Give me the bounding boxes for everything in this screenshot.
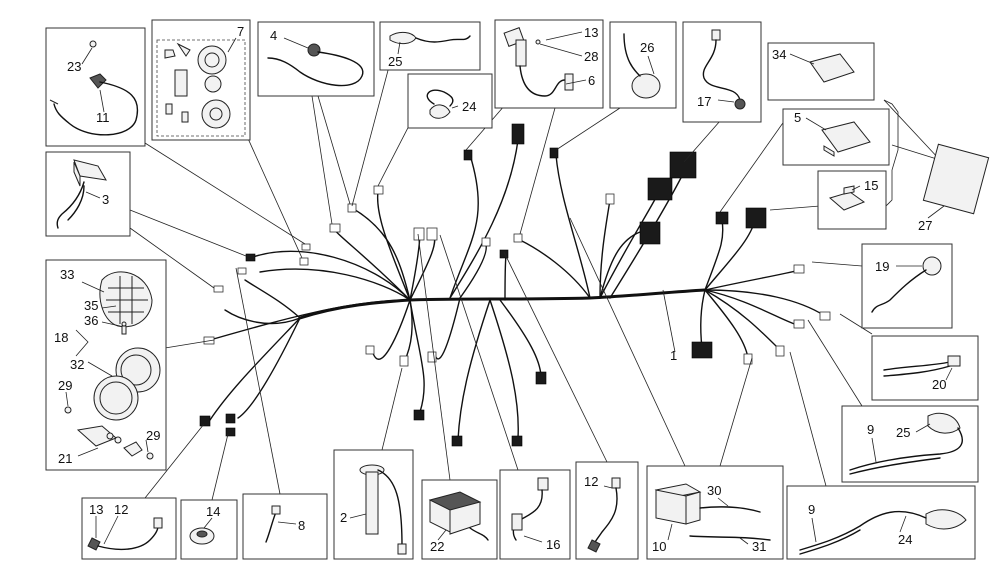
callout-1: 1 [670, 348, 677, 363]
callout-16: 16 [546, 537, 560, 552]
part-box-16 [499, 469, 571, 560]
harness-connectors [199, 123, 831, 447]
part-box-27 [883, 99, 990, 219]
part-box-9-25 [841, 405, 979, 483]
callout-9b: 9 [808, 502, 815, 517]
main-harness [209, 139, 826, 441]
callout-6: 6 [588, 73, 595, 88]
callout-29b: 29 [146, 428, 160, 443]
callout-18: 18 [54, 330, 68, 345]
part-box-17 [682, 21, 762, 123]
part-box-15 [817, 170, 887, 230]
callout-10: 10 [652, 539, 666, 554]
part-box-8 [242, 493, 328, 560]
callout-7: 7 [237, 24, 244, 39]
callout-13a: 13 [584, 25, 598, 40]
callout-14: 14 [206, 504, 220, 519]
callout-36: 36 [84, 313, 98, 328]
callout-22: 22 [430, 539, 444, 554]
part-box-24-top [407, 73, 493, 129]
callout-4: 4 [270, 28, 277, 43]
callout-26: 26 [640, 40, 654, 55]
callout-15: 15 [864, 178, 878, 193]
callout-13b: 13 [89, 502, 103, 517]
part-box-7 [151, 19, 251, 141]
callout-20: 20 [932, 377, 946, 392]
callout-24a: 24 [462, 99, 476, 114]
callout-31: 31 [752, 539, 766, 554]
part-box-12-middle [575, 461, 639, 560]
part-box-9-24 [786, 485, 976, 560]
callout-3: 3 [102, 192, 109, 207]
part-box-14 [180, 499, 238, 560]
callout-25a: 25 [388, 54, 402, 69]
callout-12b: 12 [114, 502, 128, 517]
callout-5: 5 [794, 110, 801, 125]
part-box-22 [421, 479, 498, 560]
callout-12a: 12 [584, 474, 598, 489]
callout-21: 21 [58, 451, 72, 466]
callout-11: 11 [96, 110, 110, 125]
callout-32: 32 [70, 357, 84, 372]
part-box-6-13-28 [494, 19, 604, 109]
callout-28: 28 [584, 49, 598, 64]
part-box-18-group [45, 259, 167, 471]
callout-8: 8 [298, 518, 305, 533]
part-box-4 [257, 21, 375, 97]
callout-labels: 1 2 3 4 5 6 7 8 9 9 10 11 12 12 13 13 14… [54, 24, 946, 554]
callout-34: 34 [772, 47, 786, 62]
callout-29a: 29 [58, 378, 72, 393]
callout-9a: 9 [867, 422, 874, 437]
callout-33: 33 [60, 267, 74, 282]
part-box-25-top [379, 21, 481, 71]
part-box-34 [767, 42, 875, 101]
part-box-5 [782, 108, 890, 166]
callout-35: 35 [84, 298, 98, 313]
callout-24b: 24 [898, 532, 912, 547]
part-box-10-30-31 [646, 465, 784, 560]
callout-25b: 25 [896, 425, 910, 440]
callout-2: 2 [340, 510, 347, 525]
callout-19: 19 [875, 259, 889, 274]
part-box-3 [45, 151, 131, 237]
callout-17: 17 [697, 94, 711, 109]
callout-30: 30 [707, 483, 721, 498]
callout-23: 23 [67, 59, 81, 74]
part-box-19 [861, 243, 953, 329]
part-box-2 [333, 449, 414, 560]
callout-27: 27 [918, 218, 932, 233]
part-box-26 [609, 21, 677, 109]
part-box-11-23 [45, 27, 146, 147]
part-box-20 [871, 335, 979, 401]
part-box-12-13-bottom [81, 497, 177, 560]
